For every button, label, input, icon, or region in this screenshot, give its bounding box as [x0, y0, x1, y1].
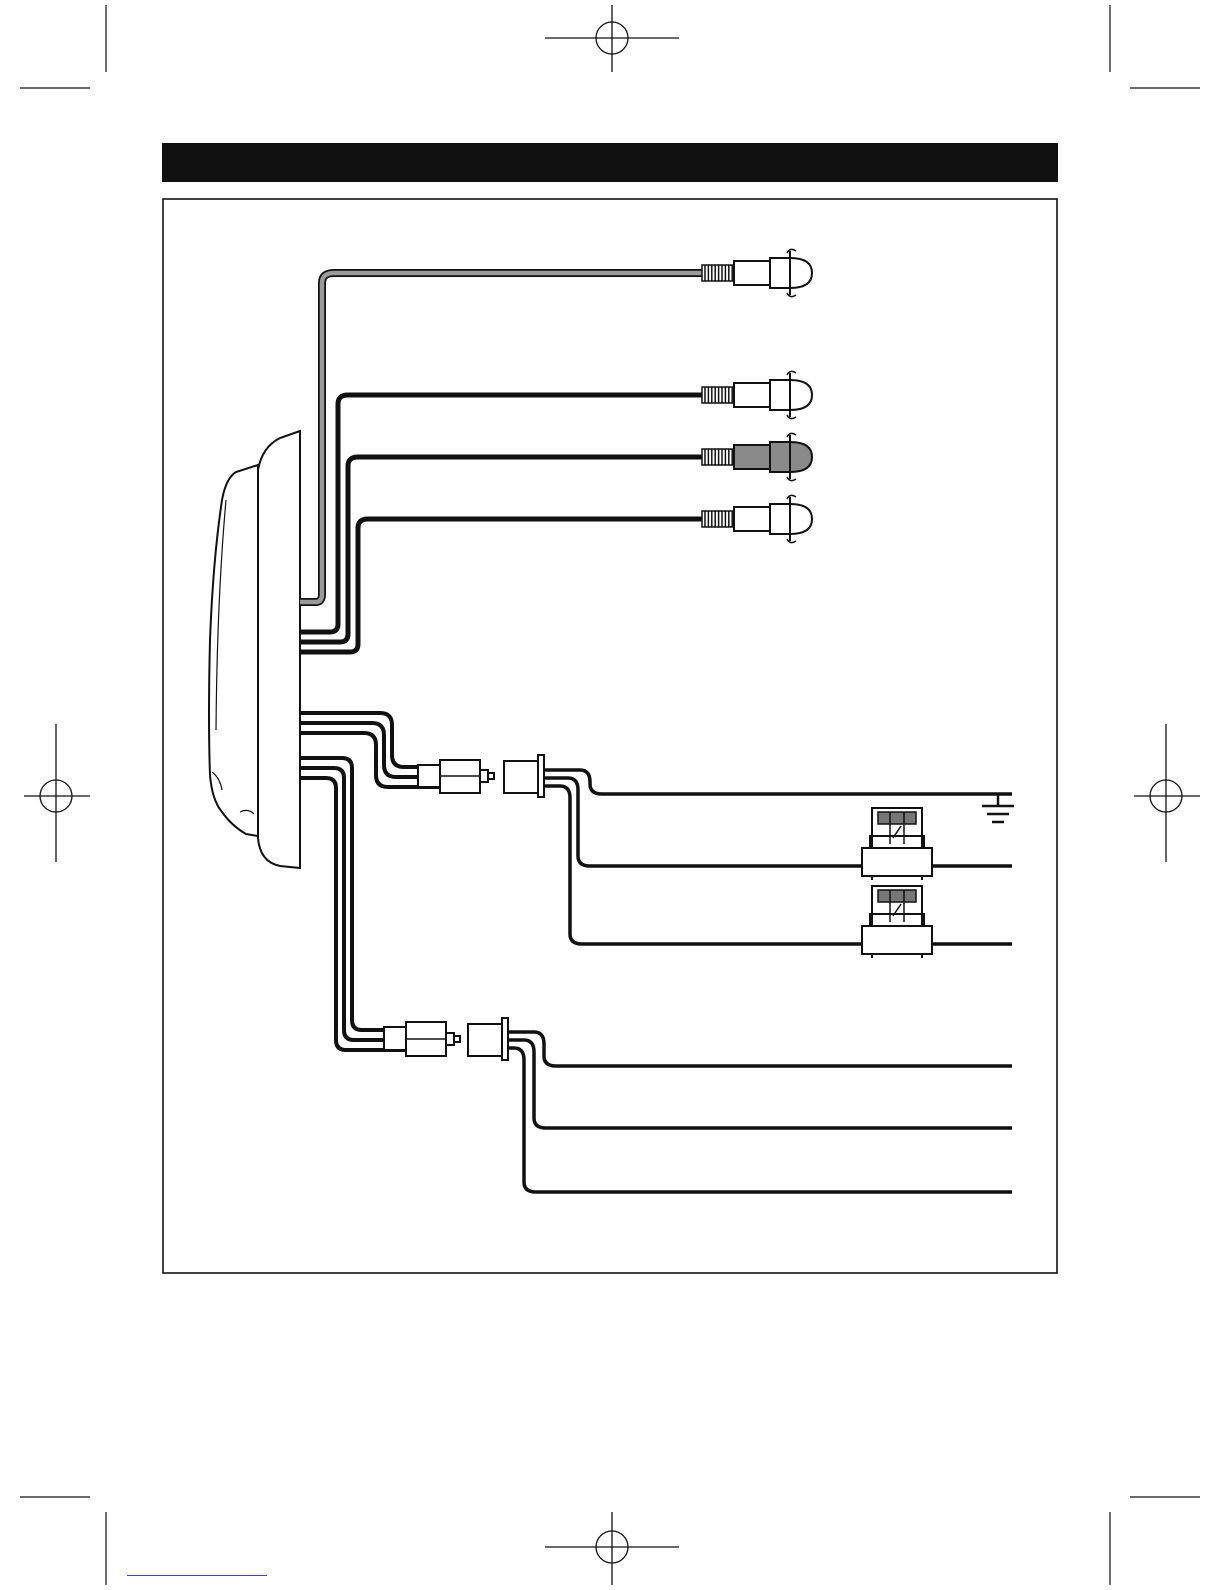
rca-plug-icon	[702, 495, 812, 542]
lower-harness-wires	[300, 758, 406, 1050]
device-body	[209, 431, 300, 868]
rca-plug-icon	[702, 433, 812, 480]
ground-lead	[544, 770, 1012, 794]
upper-harness-connector-female	[504, 755, 544, 797]
ground-symbol-icon	[982, 794, 1014, 822]
registration-mark-icon	[24, 724, 90, 862]
lower-lead-1	[508, 1032, 1012, 1066]
fuse-holder-group	[862, 808, 932, 958]
fuse-lead-1	[544, 778, 1012, 866]
registration-mark-icon	[1134, 724, 1200, 862]
registration-mark-icon	[545, 1512, 679, 1585]
rca-wires	[300, 273, 702, 652]
lower-harness-connector-female	[468, 1018, 508, 1060]
lower-harness-leads	[508, 1032, 1012, 1192]
upper-harness-leads	[544, 770, 1012, 944]
rca-plug-group	[702, 249, 812, 542]
fuse-holder-icon	[862, 808, 932, 880]
link-underline	[127, 1575, 267, 1576]
lower-lead-3	[508, 1048, 1012, 1192]
lower-lead-2	[508, 1040, 1012, 1128]
rca-wire-4	[300, 519, 702, 652]
registration-mark-icon	[545, 5, 679, 72]
header-bar	[162, 143, 1058, 182]
rca-plug-icon	[702, 249, 812, 296]
rca-plug-icon	[702, 371, 812, 418]
fuse-holder-icon	[862, 886, 932, 958]
lower-harness-connector-male	[384, 1022, 460, 1056]
